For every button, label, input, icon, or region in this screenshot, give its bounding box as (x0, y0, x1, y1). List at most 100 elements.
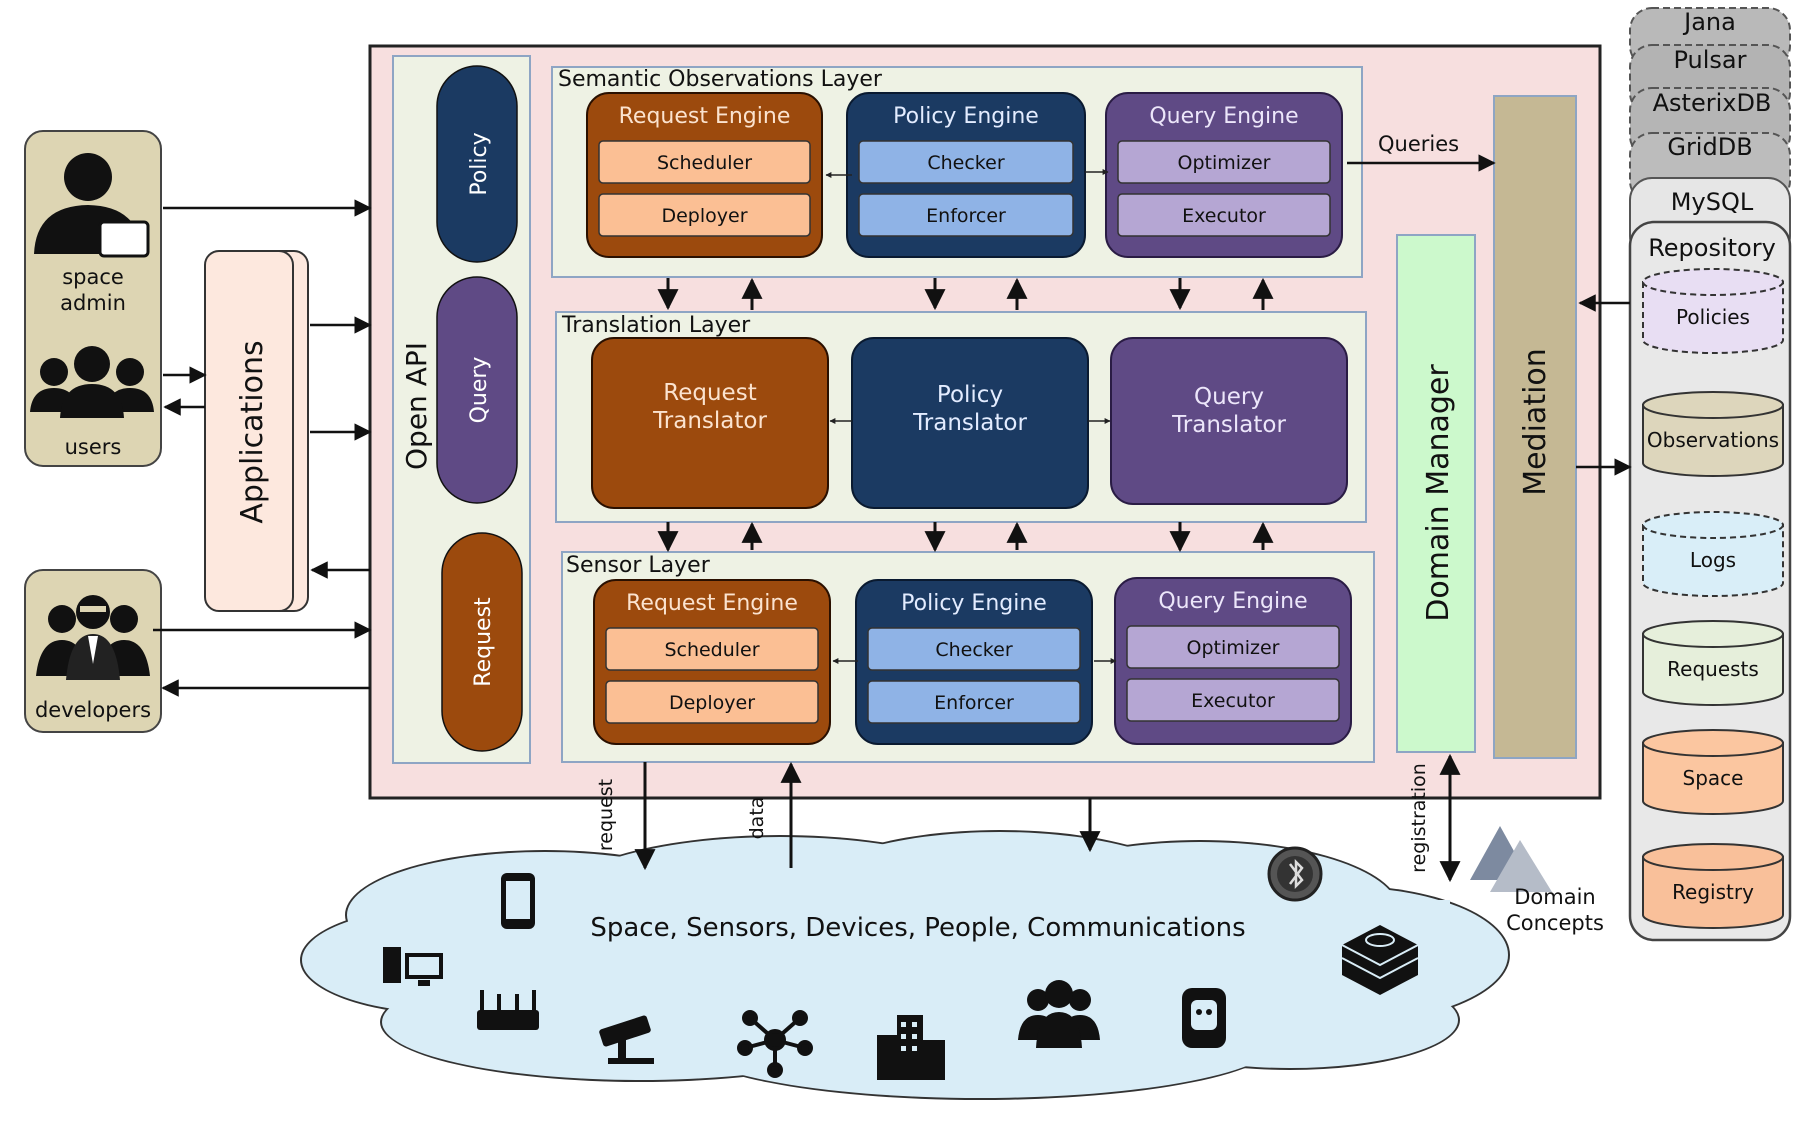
cylinder-body (1642, 404, 1784, 477)
semantic-request-engine-title: Request Engine (619, 104, 791, 129)
cylinder-label: Space (1683, 766, 1744, 790)
open-api-title: Open API (400, 342, 433, 470)
cylinder-label: Requests (1667, 657, 1759, 681)
semantic-layer-title: Semantic Observations Layer (558, 67, 883, 92)
semantic-query-engine-item-box[interactable] (1117, 140, 1331, 184)
request-translator-box[interactable] (591, 337, 829, 509)
cylinder-label: Policies (1676, 305, 1750, 329)
domain-manager-label: Domain Manager (1421, 364, 1456, 622)
sensor-query-engine-item-box[interactable] (1126, 625, 1340, 669)
cylinder-requests[interactable]: Requests (1642, 620, 1784, 706)
developers-label: developers (35, 698, 151, 722)
intra-layer-arrows (825, 169, 1117, 664)
people-group-icon (1018, 980, 1100, 1048)
cylinder-label: Registry (1672, 880, 1754, 904)
stack-label-pulsar: Pulsar (1673, 46, 1746, 74)
semantic-query-engine-item-label: Executor (1182, 205, 1266, 227)
repository-title: Repository (1648, 234, 1776, 262)
router-icon (477, 990, 539, 1030)
stack-label-griddb: GridDB (1667, 133, 1752, 161)
registration-arrow-label: registration (1408, 763, 1430, 873)
sensor-request-engine-item-box[interactable] (605, 680, 819, 724)
open-api-query-pill[interactable] (436, 276, 518, 504)
cylinder-label: Logs (1690, 548, 1736, 572)
inter-layer-arrows (657, 277, 1274, 553)
cylinder-top (1642, 391, 1784, 419)
sensor-layer-title: Sensor Layer (566, 553, 711, 578)
query-translator-box[interactable] (1110, 337, 1348, 505)
server-icon (1341, 925, 1419, 995)
desktop-computer-icon (383, 947, 443, 986)
cylinder-top (1642, 268, 1784, 296)
sensor-request-engine-title: Request Engine (626, 591, 798, 616)
semantic-request-engine-item-box[interactable] (598, 140, 811, 184)
network-hub-icon (737, 1010, 813, 1078)
applications-box[interactable] (204, 250, 294, 612)
domain-manager-panel[interactable] (1396, 234, 1476, 753)
cylinder-top (1642, 620, 1784, 648)
policy-translator-box[interactable] (851, 337, 1089, 509)
cylinder-policies[interactable]: Policies (1642, 268, 1784, 354)
data-arrow-label: data (746, 797, 768, 840)
bluetooth-icon (1267, 846, 1323, 902)
applications-label: Applications (235, 340, 270, 523)
cylinder-observations[interactable]: Observations (1642, 391, 1784, 477)
sensor-policy-engine-title: Policy Engine (901, 591, 1047, 616)
stack-label-mysql: MySQL (1671, 188, 1754, 216)
cctv-camera-icon (599, 1015, 654, 1064)
cylinder-registry[interactable]: Registry (1642, 843, 1784, 929)
cylinder-body (1642, 856, 1784, 929)
semantic-policy-engine-item-box[interactable] (858, 140, 1074, 184)
cylinder-body (1642, 281, 1784, 354)
sensor-policy-engine-item-box[interactable] (867, 627, 1081, 671)
semantic-query-engine-item-box[interactable] (1117, 193, 1331, 237)
mediation-panel[interactable] (1493, 95, 1577, 759)
sensor-query-engine-item-box[interactable] (1126, 678, 1340, 722)
semantic-request-engine-item-box[interactable] (598, 193, 811, 237)
translation-layer-title: Translation Layer (561, 313, 751, 338)
sensor-query-engine-item-label: Optimizer (1186, 637, 1279, 659)
smartphone-icon (501, 873, 535, 929)
cylinder-body (1642, 633, 1784, 706)
semantic-policy-engine-title: Policy Engine (893, 104, 1039, 129)
semantic-policy-engine-item-label: Enforcer (926, 205, 1006, 227)
cylinder-body (1642, 742, 1784, 815)
sensor-policy-engine-item-box[interactable] (867, 680, 1081, 724)
open-api-policy-label: Policy (467, 132, 492, 195)
stack-label-asterixdb: AsterixDB (1653, 89, 1772, 117)
semantic-request-engine-item-label: Scheduler (657, 152, 752, 174)
sensor-query-engine-item-label: Executor (1191, 690, 1275, 712)
open-api-request-label: Request (471, 597, 496, 687)
developers-icon (36, 595, 150, 680)
users-label: users (65, 435, 122, 459)
semantic-query-engine-item-label: Optimizer (1177, 152, 1270, 174)
domain-concepts-icon (1470, 826, 1552, 892)
space-admin-icon (34, 153, 150, 258)
semantic-policy-engine-item-box[interactable] (858, 193, 1074, 237)
cylinder-top (1642, 511, 1784, 539)
cylinder-logs[interactable]: Logs (1642, 511, 1784, 597)
sensor-request-engine-item-box[interactable] (605, 627, 819, 671)
open-api-policy-pill[interactable] (436, 65, 518, 263)
sensor-policy-engine-item-label: Checker (935, 639, 1012, 661)
repository-cylinders: PoliciesObservationsLogsRequestsSpaceReg… (1642, 268, 1784, 929)
cylinder-space[interactable]: Space (1642, 729, 1784, 815)
cloud-label: Space, Sensors, Devices, People, Communi… (590, 913, 1245, 943)
semantic-policy-engine-item-label: Checker (927, 152, 1004, 174)
smart-plug-icon (1182, 988, 1226, 1048)
open-api-request-pill[interactable] (441, 532, 523, 752)
cylinder-top (1642, 729, 1784, 757)
buildings-icon (877, 1015, 945, 1080)
request-arrow-label: request (595, 779, 617, 851)
